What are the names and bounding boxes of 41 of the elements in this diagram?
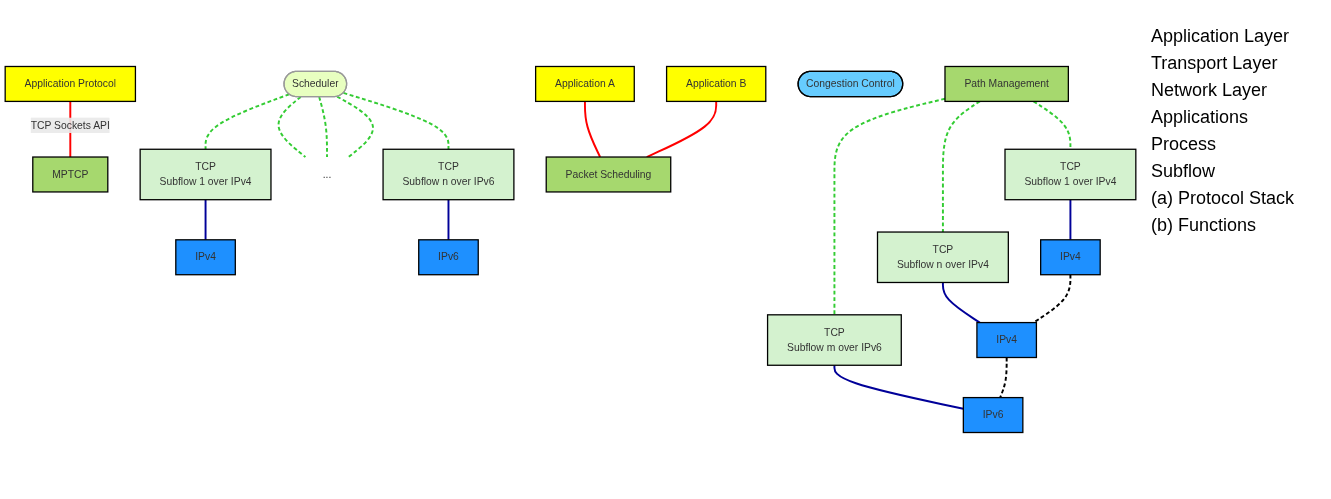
node-box: Path Management <box>944 65 1069 103</box>
node-text: ... <box>322 168 332 180</box>
layer-label: Process <box>1151 134 1218 155</box>
node-box: TCP Subflow 1 over IPv4 <box>1004 148 1137 201</box>
layer-label: Application Layer <box>1151 26 1291 47</box>
connector <box>1069 198 1072 241</box>
node-box: IPv6 <box>962 396 1024 434</box>
connector <box>342 91 450 151</box>
connector <box>999 356 1008 399</box>
node-box: IPv4 <box>175 239 236 276</box>
node-box: Application B <box>665 65 767 103</box>
connector <box>1032 273 1072 324</box>
node-box: IPv6 <box>418 239 479 276</box>
connector <box>833 97 946 316</box>
layer-label: Network Layer <box>1151 80 1269 101</box>
node-box: MPTCP <box>32 156 109 193</box>
node-box: Packet Scheduling <box>545 156 672 193</box>
connector <box>318 95 328 158</box>
layer-label: (b) Functions <box>1151 215 1258 236</box>
connector <box>277 95 307 158</box>
node-box: TCP Subflow n over IPv4 <box>876 231 1009 284</box>
node-box: TCP Subflow 1 over IPv4 <box>139 148 272 201</box>
connector <box>447 198 450 241</box>
layer-label: Subflow <box>1151 161 1217 182</box>
connector <box>941 281 981 324</box>
node-box: Application A <box>535 65 635 103</box>
layer-label: (a) Protocol Stack <box>1151 188 1296 209</box>
connector <box>204 93 291 151</box>
node-box: TCP Subflow n over IPv6 <box>382 148 515 201</box>
node-box: IPv4 <box>976 321 1038 359</box>
layer-label: Transport Layer <box>1151 53 1279 74</box>
connector <box>645 100 718 158</box>
edge-label: TCP Sockets API <box>30 119 110 131</box>
connector <box>941 100 981 233</box>
connector <box>204 198 207 241</box>
layer-label: Applications <box>1151 107 1250 128</box>
node-box: Application Protocol <box>4 65 137 103</box>
node-box: TCP Subflow m over IPv6 <box>766 314 902 366</box>
connector <box>336 95 374 158</box>
connector <box>584 100 602 158</box>
node-box: IPv4 <box>1040 239 1101 276</box>
